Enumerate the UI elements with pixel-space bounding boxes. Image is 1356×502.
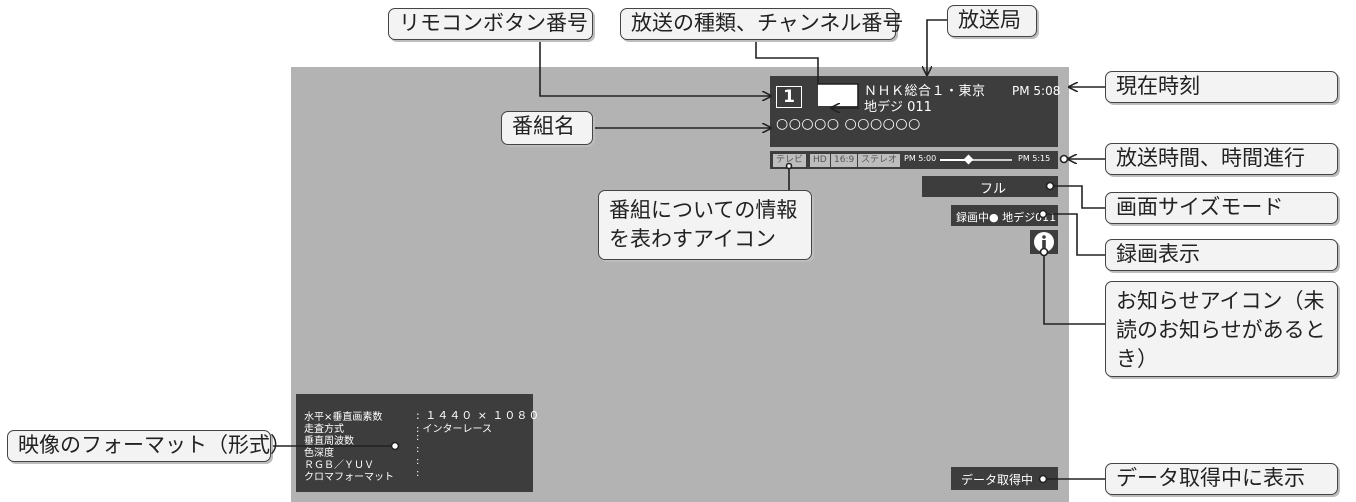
video-format-panel: 水平×垂直画素数 : １４４０ × １０８０ 走査方式 : インターレース 垂直… bbox=[296, 394, 539, 492]
screen-size-box: フル bbox=[922, 176, 1058, 197]
callout-current-time: 現在時刻 bbox=[1105, 71, 1338, 103]
recording-box: 録画中● 地デジ011 bbox=[951, 205, 1058, 226]
start-time: PM 5:00 bbox=[904, 154, 937, 163]
clock: PM 5:08 bbox=[1012, 84, 1061, 98]
badge-hd: HD bbox=[810, 154, 830, 167]
station-name: ＮＨＫ総合１・東京 bbox=[864, 84, 986, 99]
info-icon-glyph bbox=[1034, 232, 1054, 252]
program-title: ○○○○○ ○○○○○○ bbox=[776, 116, 921, 132]
format-value: : bbox=[416, 432, 420, 443]
format-value: : １４４０ × １０８０ bbox=[416, 409, 541, 422]
badge-aspect: 16:9 bbox=[831, 154, 858, 167]
channel-number: 地デジ 011 bbox=[864, 100, 932, 115]
channel-banner: 1 ＮＨＫ総合１・東京 地デジ 011 PM 5:08 ○○○○○ ○○○○○○ bbox=[770, 76, 1061, 147]
channel-logo bbox=[818, 84, 858, 106]
info-icon bbox=[1030, 230, 1058, 254]
badge-stereo: ステレオ bbox=[858, 154, 901, 167]
callout-screen-size: 画面サイズモード bbox=[1105, 192, 1338, 224]
format-value: : bbox=[416, 444, 420, 455]
format-row: 色深度 bbox=[304, 448, 334, 459]
callout-broadcast-type: 放送の種類、チャンネル番号 bbox=[620, 8, 903, 40]
format-value: : bbox=[416, 468, 420, 479]
data-acquiring-box: データ取得中 bbox=[951, 467, 1058, 490]
screen-mode-text: フル bbox=[980, 182, 1007, 197]
format-row: クロマフォーマット bbox=[304, 472, 394, 483]
callout-video-format: 映像のフォーマット（形式） bbox=[7, 430, 291, 462]
callout-program-icons: 番組についての情報を表わすアイコン bbox=[598, 190, 812, 260]
callout-notice-icon: お知らせアイコン（未読のお知らせがあるとき） bbox=[1105, 281, 1338, 377]
program-info-strip: テレビ HD 16:9 ステレオ PM 5:00 PM 5:15 bbox=[770, 151, 1058, 169]
callout-station: 放送局 bbox=[947, 5, 1037, 37]
badge-tv: テレビ bbox=[773, 154, 807, 167]
callout-program-name: 番組名 bbox=[501, 111, 593, 145]
format-value: : bbox=[416, 456, 420, 467]
format-value: : インターレース bbox=[416, 424, 493, 435]
end-time: PM 5:15 bbox=[1018, 154, 1051, 163]
callout-broadcast-time: 放送時間、時間進行 bbox=[1105, 143, 1338, 175]
recording-text: 録画中● 地デジ011 bbox=[956, 211, 1057, 224]
remote-number-box: 1 bbox=[776, 86, 802, 108]
format-row: 走査方式 bbox=[304, 424, 344, 435]
leader-station bbox=[927, 19, 947, 74]
format-row: ＲＧＢ／ＹＵＶ bbox=[304, 460, 374, 471]
progress-track bbox=[940, 154, 1012, 165]
data-status-text: データ取得中 bbox=[961, 473, 1034, 487]
format-row: 垂直周波数 bbox=[304, 436, 354, 447]
callout-data-acquiring: データ取得中に表示 bbox=[1105, 463, 1338, 495]
progress-marker bbox=[963, 154, 974, 165]
callout-remote-button: リモコンボタン番号 bbox=[388, 8, 593, 40]
progress-fill bbox=[940, 159, 969, 161]
callout-recording: 録画表示 bbox=[1105, 239, 1338, 271]
format-row: 水平×垂直画素数 bbox=[304, 412, 383, 423]
